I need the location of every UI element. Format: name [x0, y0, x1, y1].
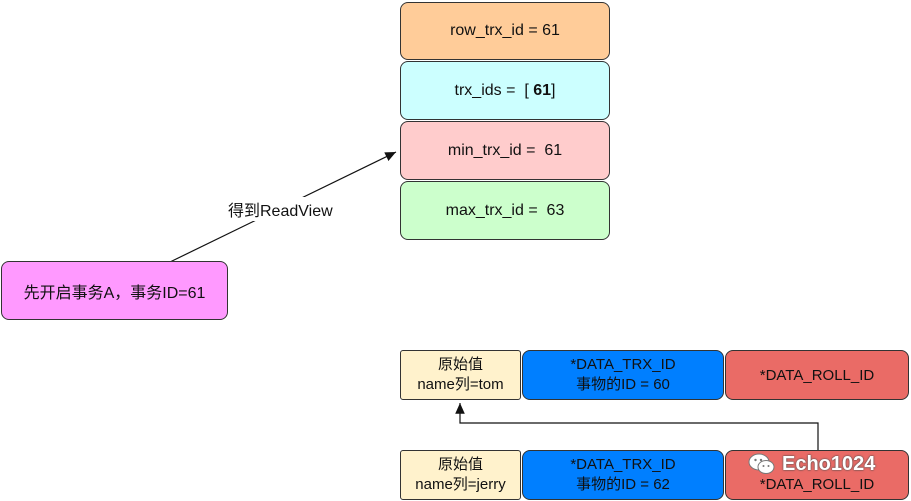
watermark-text: Echo1024 — [782, 452, 876, 475]
readview-arrow-label: 得到ReadView — [226, 197, 335, 221]
trx-ids-box: trx_ids = [ 61] — [400, 61, 610, 120]
max-trx-id-box: max_trx_id = 63 — [400, 181, 610, 240]
wechat-icon — [748, 452, 776, 476]
record-bottom-roll-text: *DATA_ROLL_ID — [759, 476, 875, 493]
row-trx-id-text: row_trx_id = 61 — [450, 22, 560, 39]
transaction-a-box: 先开启事务A，事务ID=61 — [1, 261, 228, 320]
row-trx-id-box: row_trx_id = 61 — [400, 2, 610, 60]
record-top-trx-box: *DATA_TRX_ID 事物的ID = 60 — [522, 350, 724, 400]
record-bottom-value-box: 原始值 name列=jerry — [400, 450, 521, 500]
max-trx-id-text: max_trx_id = 63 — [445, 201, 565, 219]
min-trx-id-box: min_trx_id = 61 — [400, 121, 610, 180]
min-trx-id-text: min_trx_id = 61 — [447, 141, 563, 159]
record-top-value-box: 原始值 name列=tom — [400, 350, 521, 400]
record-top-value-line1: 原始值 — [437, 356, 483, 373]
record-top-trx-line2: 事物的ID = 60 — [576, 376, 670, 393]
record-top-value-line2: name列=tom — [417, 376, 504, 393]
trx-ids-text: trx_ids = [ 61] — [454, 81, 556, 99]
undo-log-arrow — [455, 403, 819, 450]
record-bottom-value-line1: 原始值 — [437, 456, 483, 473]
transaction-a-label: 先开启事务A，事务ID=61 — [23, 284, 206, 302]
trx-ids-value: 61 — [533, 81, 552, 99]
record-top-trx-line1: *DATA_TRX_ID — [570, 356, 676, 373]
watermark: Echo1024 — [748, 452, 875, 476]
record-bottom-value-line2: name列=jerry — [415, 476, 506, 493]
record-bottom-trx-line1: *DATA_TRX_ID — [570, 456, 676, 473]
record-bottom-trx-box: *DATA_TRX_ID 事物的ID = 62 — [522, 450, 724, 500]
record-bottom-trx-line2: 事物的ID = 62 — [576, 476, 670, 493]
record-top-roll-box: *DATA_ROLL_ID — [725, 350, 909, 400]
record-top-roll-text: *DATA_ROLL_ID — [759, 366, 875, 384]
